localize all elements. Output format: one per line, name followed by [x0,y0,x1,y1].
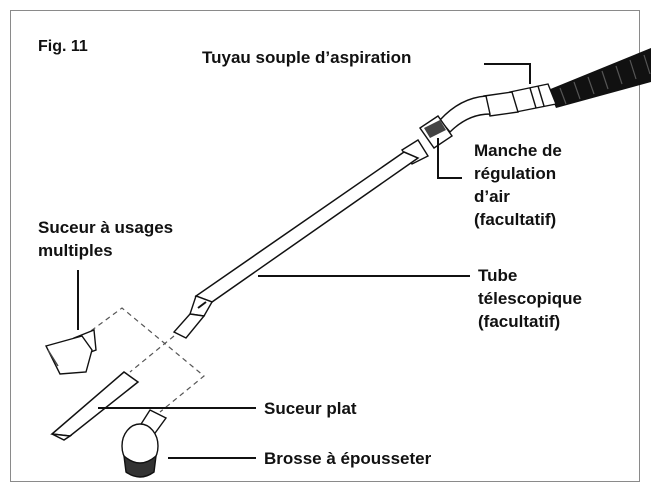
dusting-brush [121,409,168,478]
leader-lines [77,63,531,459]
telescopic-tube-label-line-2: télescopique [478,289,582,308]
suction-hose [548,48,651,108]
multi-nozzle-label-line-2: multiples [38,241,113,260]
curved-wand [439,95,491,134]
hose-cuff [483,83,557,117]
multipurpose-nozzle [44,329,97,375]
dusting-brush-label: Brosse à épousseter [264,449,432,468]
crevice-tool [50,371,140,441]
connection-guides [83,307,205,413]
air-handle-label-line-1: Manche de [474,141,562,160]
telescopic-tube-label-line-1: Tube [478,266,518,285]
figure-label: Fig. 11 [38,38,88,55]
air-regulation-handle [419,115,453,149]
multi-nozzle-label-line-1: Suceur à usages [38,218,174,237]
air-handle-label-line-4: (facultatif) [474,210,557,229]
telescopic-tube [172,139,430,339]
hose-label: Tuyau souple d’aspiration [202,48,412,67]
air-handle-label-line-2: régulation [474,164,557,183]
telescopic-tube-label-line-3: (facultatif) [478,312,561,331]
crevice-tool-label: Suceur plat [264,399,357,418]
air-handle-label-line-3: d’air [474,187,510,206]
